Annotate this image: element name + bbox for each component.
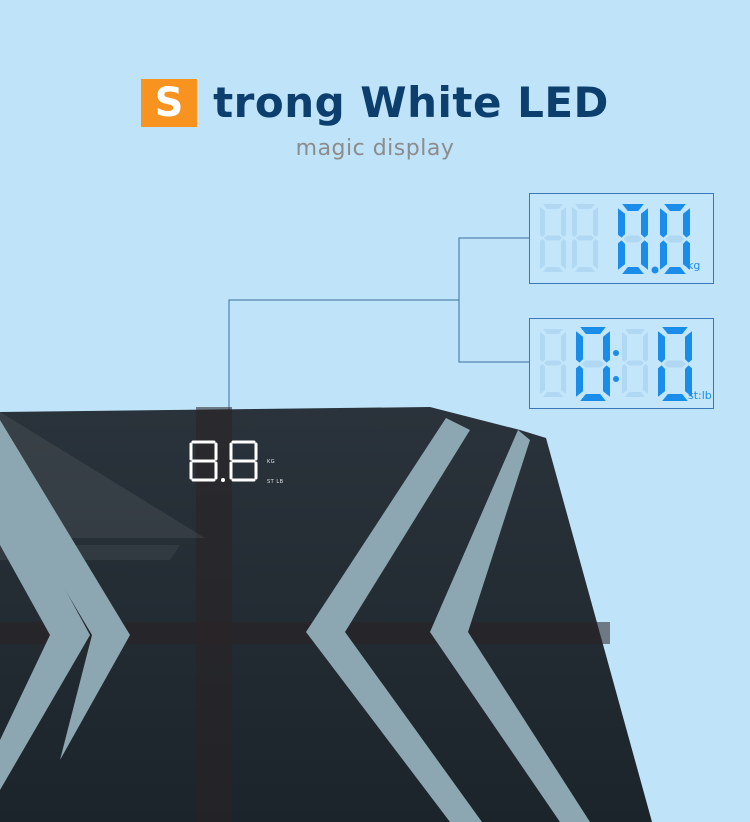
lcd-segment: [664, 267, 686, 274]
lcd-segment: [581, 360, 605, 368]
lcd-segment: [660, 208, 667, 238]
lcd-segment: [643, 364, 648, 394]
lcd-dot: [651, 266, 659, 274]
lcd-segment: [643, 332, 648, 362]
lcd-segment: [622, 332, 627, 362]
lcd-segment: [576, 365, 583, 397]
lcd-digits-stlb: [540, 327, 692, 401]
lcd-segment: [544, 235, 562, 241]
lcd-segment: [543, 392, 563, 397]
lcd-segment: [543, 329, 563, 334]
lcd-segment: [561, 239, 566, 269]
lcd-dot: [613, 376, 619, 382]
scale-led-display: [189, 440, 258, 482]
lcd-segment: [540, 239, 545, 269]
lcd-segment: [561, 364, 566, 394]
lcd-panel-stlb: st:lb: [529, 318, 714, 409]
lcd-segment: [683, 240, 690, 270]
subtitle: magic display: [295, 136, 455, 161]
chevron-right-icon: [430, 430, 590, 822]
lcd-dot: [613, 350, 619, 356]
lcd-segment: [603, 331, 610, 363]
headline-text: trong White LED: [213, 78, 609, 127]
lcd-segment: [576, 235, 594, 241]
lcd-segment: [623, 235, 643, 243]
lcd-segment: [625, 329, 645, 334]
lcd-segment: [625, 392, 645, 397]
lcd-segment: [658, 331, 665, 363]
lcd-segment: [626, 360, 644, 366]
lcd-segment: [662, 394, 688, 401]
unit-label-stlb: st:lb: [688, 389, 712, 402]
lcd-segment: [593, 207, 598, 237]
lcd-segment: [658, 365, 665, 397]
lcd-segment: [622, 267, 644, 274]
lcd-segment: [683, 208, 690, 238]
lcd-segment: [685, 331, 692, 363]
lcd-segment: [575, 267, 595, 272]
lcd-segment: [665, 235, 685, 243]
lcd-segment: [641, 208, 648, 238]
lcd-segment: [622, 204, 644, 211]
lcd-segment: [662, 327, 688, 334]
lcd-segment: [641, 240, 648, 270]
lcd-segment: [576, 331, 583, 363]
lcd-segment: [572, 207, 577, 237]
scale-unit-label-stlb: ST LB: [267, 479, 284, 485]
lcd-segment: [575, 204, 595, 209]
lcd-segment: [664, 204, 686, 211]
lcd-segment: [544, 360, 562, 366]
lcd-segment: [561, 332, 566, 362]
lcd-segment: [540, 364, 545, 394]
lcd-segment: [580, 394, 606, 401]
scale-led-dot: [221, 478, 225, 482]
headline: S trong White LED: [0, 78, 750, 127]
unit-label-kg: kg: [687, 259, 701, 272]
lcd-segment: [540, 332, 545, 362]
lcd-segment: [561, 207, 566, 237]
scale-unit-label-kg: KG: [267, 459, 276, 465]
lcd-segment: [663, 360, 687, 368]
lcd-digits-kg: [540, 204, 690, 274]
lcd-segment: [543, 267, 563, 272]
lcd-segment: [618, 208, 625, 238]
chevron-left-icon: [0, 420, 130, 760]
lcd-segment: [593, 239, 598, 269]
lcd-segment: [543, 204, 563, 209]
chevron-left-icon: [0, 470, 90, 790]
lcd-segment: [660, 240, 667, 270]
lcd-segment: [572, 239, 577, 269]
lcd-segment: [603, 365, 610, 397]
lcd-panel-kg: kg: [529, 193, 714, 284]
initial-badge: S: [141, 78, 198, 127]
lcd-segment: [685, 365, 692, 397]
lcd-segment: [618, 240, 625, 270]
chevron-right-icon: [306, 418, 482, 822]
lcd-segment: [622, 364, 627, 394]
lcd-segment: [580, 327, 606, 334]
lcd-segment: [540, 207, 545, 237]
